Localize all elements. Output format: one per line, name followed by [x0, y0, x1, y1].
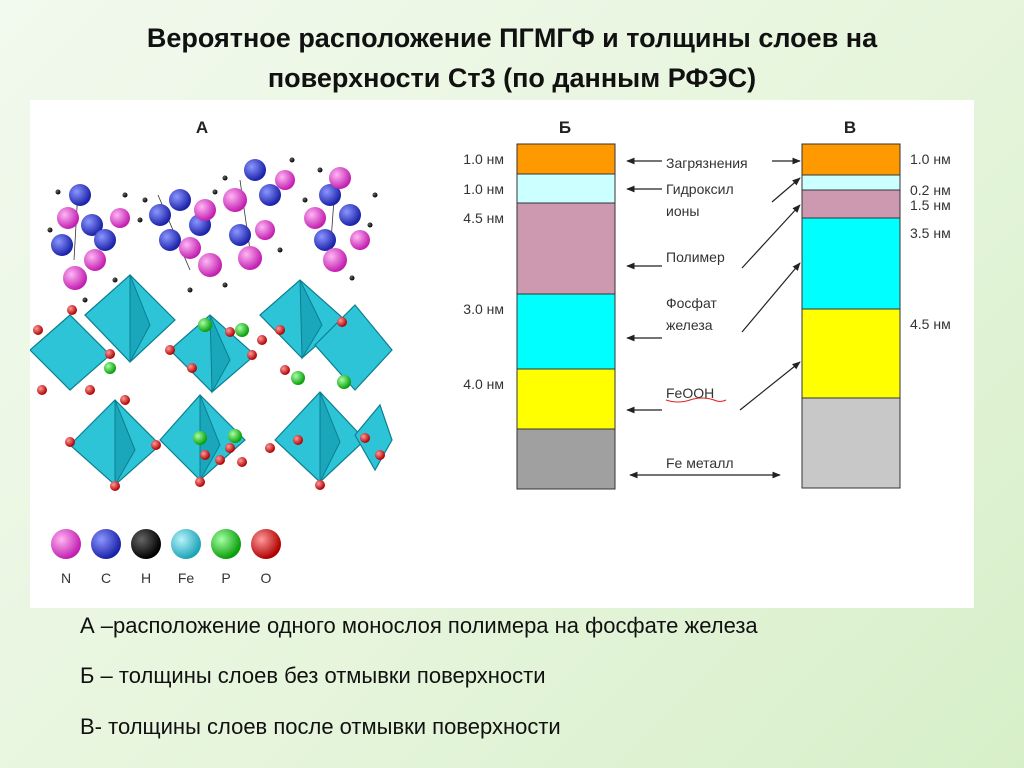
layer-bar: [801, 143, 901, 176]
label-feooh: FeOOH: [666, 385, 714, 401]
legend-atom-fe-icon: [171, 529, 201, 559]
legend-label-c: C: [101, 570, 111, 586]
layer-bar: [516, 143, 616, 175]
thickness-label: 4.5 нм: [463, 210, 504, 226]
legend-atom-c-icon: [91, 529, 121, 559]
legend-atom-p-icon: [211, 529, 241, 559]
legend-atom-n-icon: [51, 529, 81, 559]
slide-title: Вероятное расположение ПГМГФ и толщины с…: [30, 18, 994, 98]
label-phosphate-line1: Фосфат: [666, 295, 717, 311]
thickness-label: 3.5 нм: [910, 225, 951, 241]
title-line-2: поверхности Ст3 (по данным РФЭС): [267, 63, 757, 93]
layer-diagram: А Б В: [30, 118, 951, 586]
layer-bar: [516, 428, 616, 490]
label-hydroxyl-line2: ионы: [666, 203, 699, 219]
thickness-label: 1.0 нм: [463, 181, 504, 197]
oxygen-atoms: [33, 305, 385, 491]
layer-bar: [516, 368, 616, 430]
layer-name-labels: Загрязнения Гидроксил ионы Полимер Фосфа…: [666, 155, 748, 471]
thickness-label: 3.0 нм: [463, 301, 504, 317]
layer-column-v: [801, 143, 901, 489]
legend-atom-h-icon: [131, 529, 161, 559]
label-fe-metal: Fe металл: [666, 455, 734, 471]
molecular-structure-illustration: [30, 157, 393, 491]
panel-label-a: А: [196, 118, 208, 137]
panel-label-b: Б: [559, 118, 571, 137]
layer-column-b: [516, 143, 616, 490]
legend-label-p: P: [221, 570, 230, 586]
thickness-label: 1.0 нм: [463, 151, 504, 167]
panel-label-v: В: [844, 118, 856, 137]
thickness-label: 0.2 нм: [910, 182, 951, 198]
label-hydroxyl-line1: Гидроксил: [666, 181, 734, 197]
layer-bar: [801, 397, 901, 489]
atom-legend: N C H Fe P O: [51, 529, 281, 586]
legend-label-h: H: [141, 570, 151, 586]
layer-bar: [516, 173, 616, 204]
layer-bar: [801, 189, 901, 219]
thickness-labels-b: 1.0 нм 1.0 нм 4.5 нм 3.0 нм 4.0 нм: [463, 151, 504, 392]
layer-bar: [801, 308, 901, 399]
layer-bar: [801, 174, 901, 191]
legend-label-o: O: [261, 570, 272, 586]
octahedron-icon: [319, 391, 341, 483]
thickness-labels-v: 1.0 нм 0.2 нм1.5 нм 3.5 нм 4.5 нм: [910, 151, 951, 332]
caption-a: А –расположение одного монослоя полимера…: [80, 613, 758, 638]
thickness-label: 4.0 нм: [463, 376, 504, 392]
legend-label-n: N: [61, 570, 71, 586]
label-polymer: Полимер: [666, 249, 725, 265]
layer-bar: [516, 293, 616, 370]
thickness-label: 1.5 нм: [910, 197, 951, 213]
legend-label-fe: Fe: [178, 570, 195, 586]
layer-bar: [801, 217, 901, 310]
label-phosphate-line2: железа: [666, 317, 713, 333]
spellcheck-underline: [665, 397, 727, 403]
octahedron-icon: [209, 314, 231, 394]
caption-b: Б – толщины слоев без отмывки поверхност…: [80, 663, 546, 688]
figure-panel: А Б В: [30, 100, 974, 608]
caption-v: В- толщины слоев после отмывки поверхнос…: [80, 714, 561, 739]
title-line-1: Вероятное расположение ПГМГФ и толщины с…: [146, 23, 878, 53]
pointer-arrows: [626, 157, 801, 479]
thickness-label: 1.0 нм: [910, 151, 951, 167]
octahedron-icon: [114, 399, 136, 487]
polymer-molecules: [47, 157, 378, 303]
phosphorus-atoms: [104, 318, 351, 445]
thickness-label: 4.5 нм: [910, 316, 951, 332]
layer-bar: [516, 202, 616, 295]
label-contaminants: Загрязнения: [666, 155, 748, 171]
legend-atom-o-icon: [251, 529, 281, 559]
octahedron-icon: [299, 279, 323, 360]
octahedron-icon: [129, 274, 151, 363]
